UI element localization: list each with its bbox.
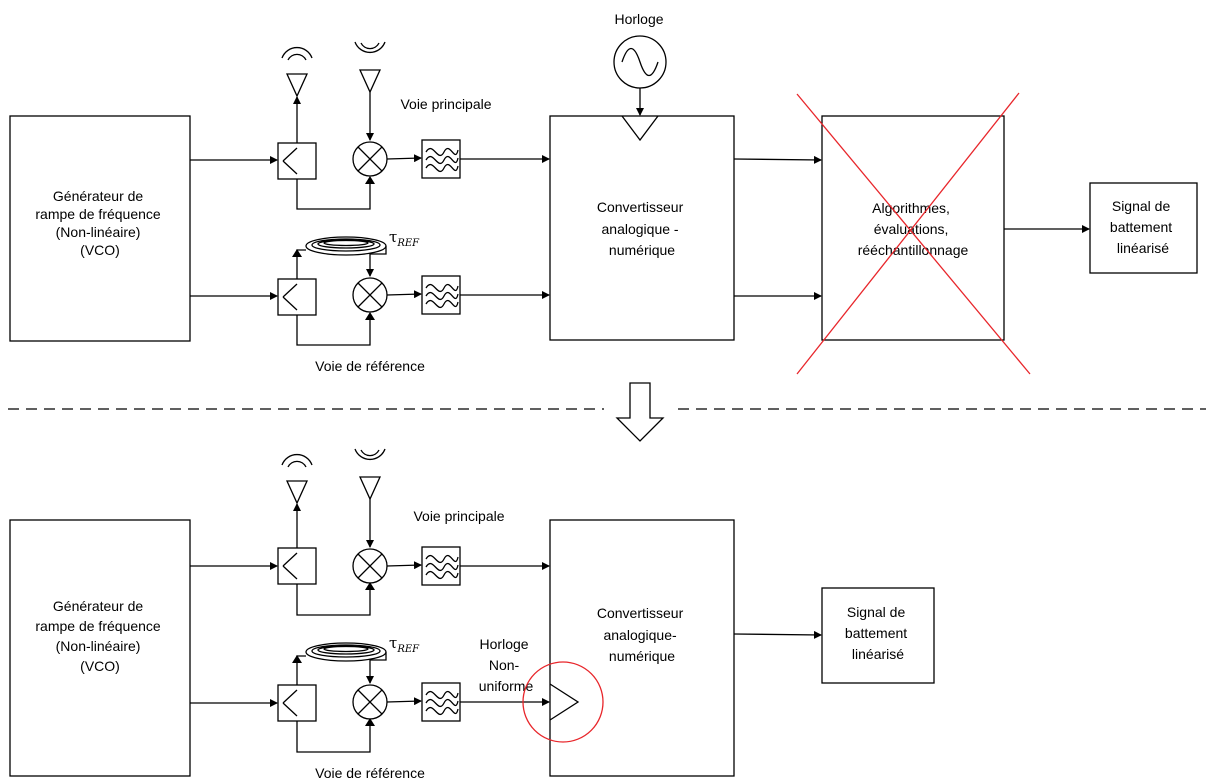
top-mixer-ref-icon <box>352 277 388 313</box>
bottom-main-path-label: Voie principale <box>413 508 504 524</box>
down-arrow-icon <box>615 382 665 442</box>
bottom-output-label: Signal de battement linéarisé <box>845 604 911 662</box>
bottom-generator-label: Générateur de rampe de fréquence (Non-li… <box>35 598 164 674</box>
bottom-output-box <box>821 587 935 684</box>
top-tx-antenna-icon <box>281 46 313 143</box>
bottom-filter-main-icon <box>421 546 461 586</box>
bottom-rx-antenna-icon <box>354 448 386 548</box>
bottom-tx-antenna-icon <box>281 453 313 548</box>
top-coupler-ref <box>277 278 317 316</box>
bottom-coupler-ref <box>277 684 317 722</box>
top-mixer-main-icon <box>352 141 388 177</box>
top-adc-label: Convertisseur analogique - numérique <box>597 199 687 258</box>
top-line-mixer-filter <box>386 154 422 163</box>
top-diagram: Générateur de rampe de fréquence (Non-li… <box>9 11 1198 375</box>
bottom-tau-label: τREF <box>389 634 420 655</box>
top-lo-line-ref <box>296 315 371 346</box>
top-lo-line-main <box>296 179 371 210</box>
top-delay-out <box>366 246 387 277</box>
top-ref-path-label: Voie de référence <box>315 358 425 374</box>
bottom-coupler-main <box>277 547 317 585</box>
bottom-delay-line-icon <box>305 642 387 662</box>
bottom-mixer-main-icon <box>352 548 388 584</box>
bottom-adc-clock-input <box>549 683 580 721</box>
bottom-diagram: Générateur de rampe de fréquence (Non-li… <box>9 448 935 781</box>
top-tau-label: τREF <box>389 228 420 249</box>
bottom-adc-box <box>549 519 735 777</box>
top-coupler-main <box>277 142 317 180</box>
top-clock-icon <box>613 35 667 89</box>
top-filter-ref-icon <box>421 275 461 315</box>
bottom-adc-label: Convertisseur analogique- numérique <box>597 605 687 664</box>
top-main-path-label: Voie principale <box>400 96 491 112</box>
separator <box>8 382 1206 442</box>
bottom-ref-path-label: Voie de référence <box>315 765 425 781</box>
bottom-clock-label: Horloge Non- uniforme <box>479 636 534 694</box>
top-generator-label: Générateur de rampe de fréquence (Non-li… <box>35 188 164 258</box>
bottom-filter-ref-icon <box>421 682 461 722</box>
top-delay-line-icon <box>305 236 387 256</box>
top-output-box <box>1089 182 1198 274</box>
top-adc-box <box>549 115 735 341</box>
bottom-mixer-ref-icon <box>352 684 388 720</box>
top-algorithms-label: Algorithmes, évaluations, rééchantillonn… <box>858 200 969 258</box>
top-adc-clock-input <box>621 115 659 142</box>
top-output-label: Signal de battement linéarisé <box>1110 198 1176 256</box>
bottom-generator-box <box>9 519 191 777</box>
top-rx-antenna-icon <box>354 41 386 141</box>
top-clock-label: Horloge <box>614 11 663 27</box>
top-filter-main-icon <box>421 139 461 179</box>
bottom-clock-highlight-circle <box>522 661 604 743</box>
top-algorithms-cross <box>796 92 1031 375</box>
top-generator-box <box>9 115 191 342</box>
